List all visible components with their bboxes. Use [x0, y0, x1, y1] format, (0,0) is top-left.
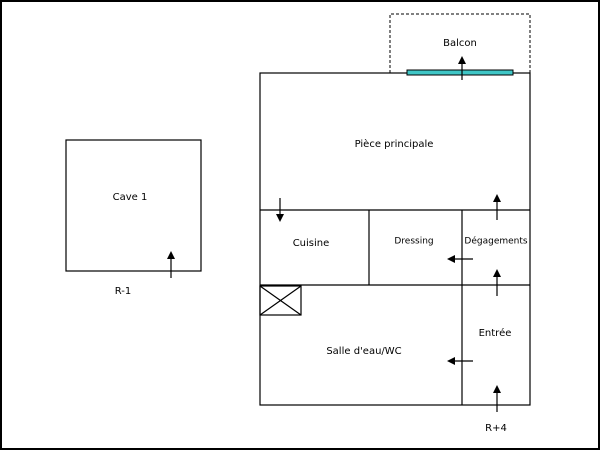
cave-label: Cave 1 — [113, 192, 148, 203]
degagements-label: Dégagements — [464, 236, 527, 247]
entree-label: Entrée — [479, 327, 512, 339]
duct-box — [259, 285, 302, 316]
cave-room — [65, 139, 202, 272]
cuisine-label: Cuisine — [293, 238, 330, 249]
balcon-label: Balcon — [443, 38, 477, 49]
salle-eau-label: Salle d'eau/WC — [326, 346, 401, 357]
piece-principale-label: Pièce principale — [355, 138, 434, 150]
duct-cross-icon-2 — [259, 285, 302, 316]
apartment-outline — [259, 72, 531, 406]
cave-level-label: R-1 — [115, 286, 132, 297]
window-balcony — [406, 69, 514, 76]
apartment-level-label: R+4 — [485, 423, 507, 434]
dressing-label: Dressing — [394, 237, 433, 247]
